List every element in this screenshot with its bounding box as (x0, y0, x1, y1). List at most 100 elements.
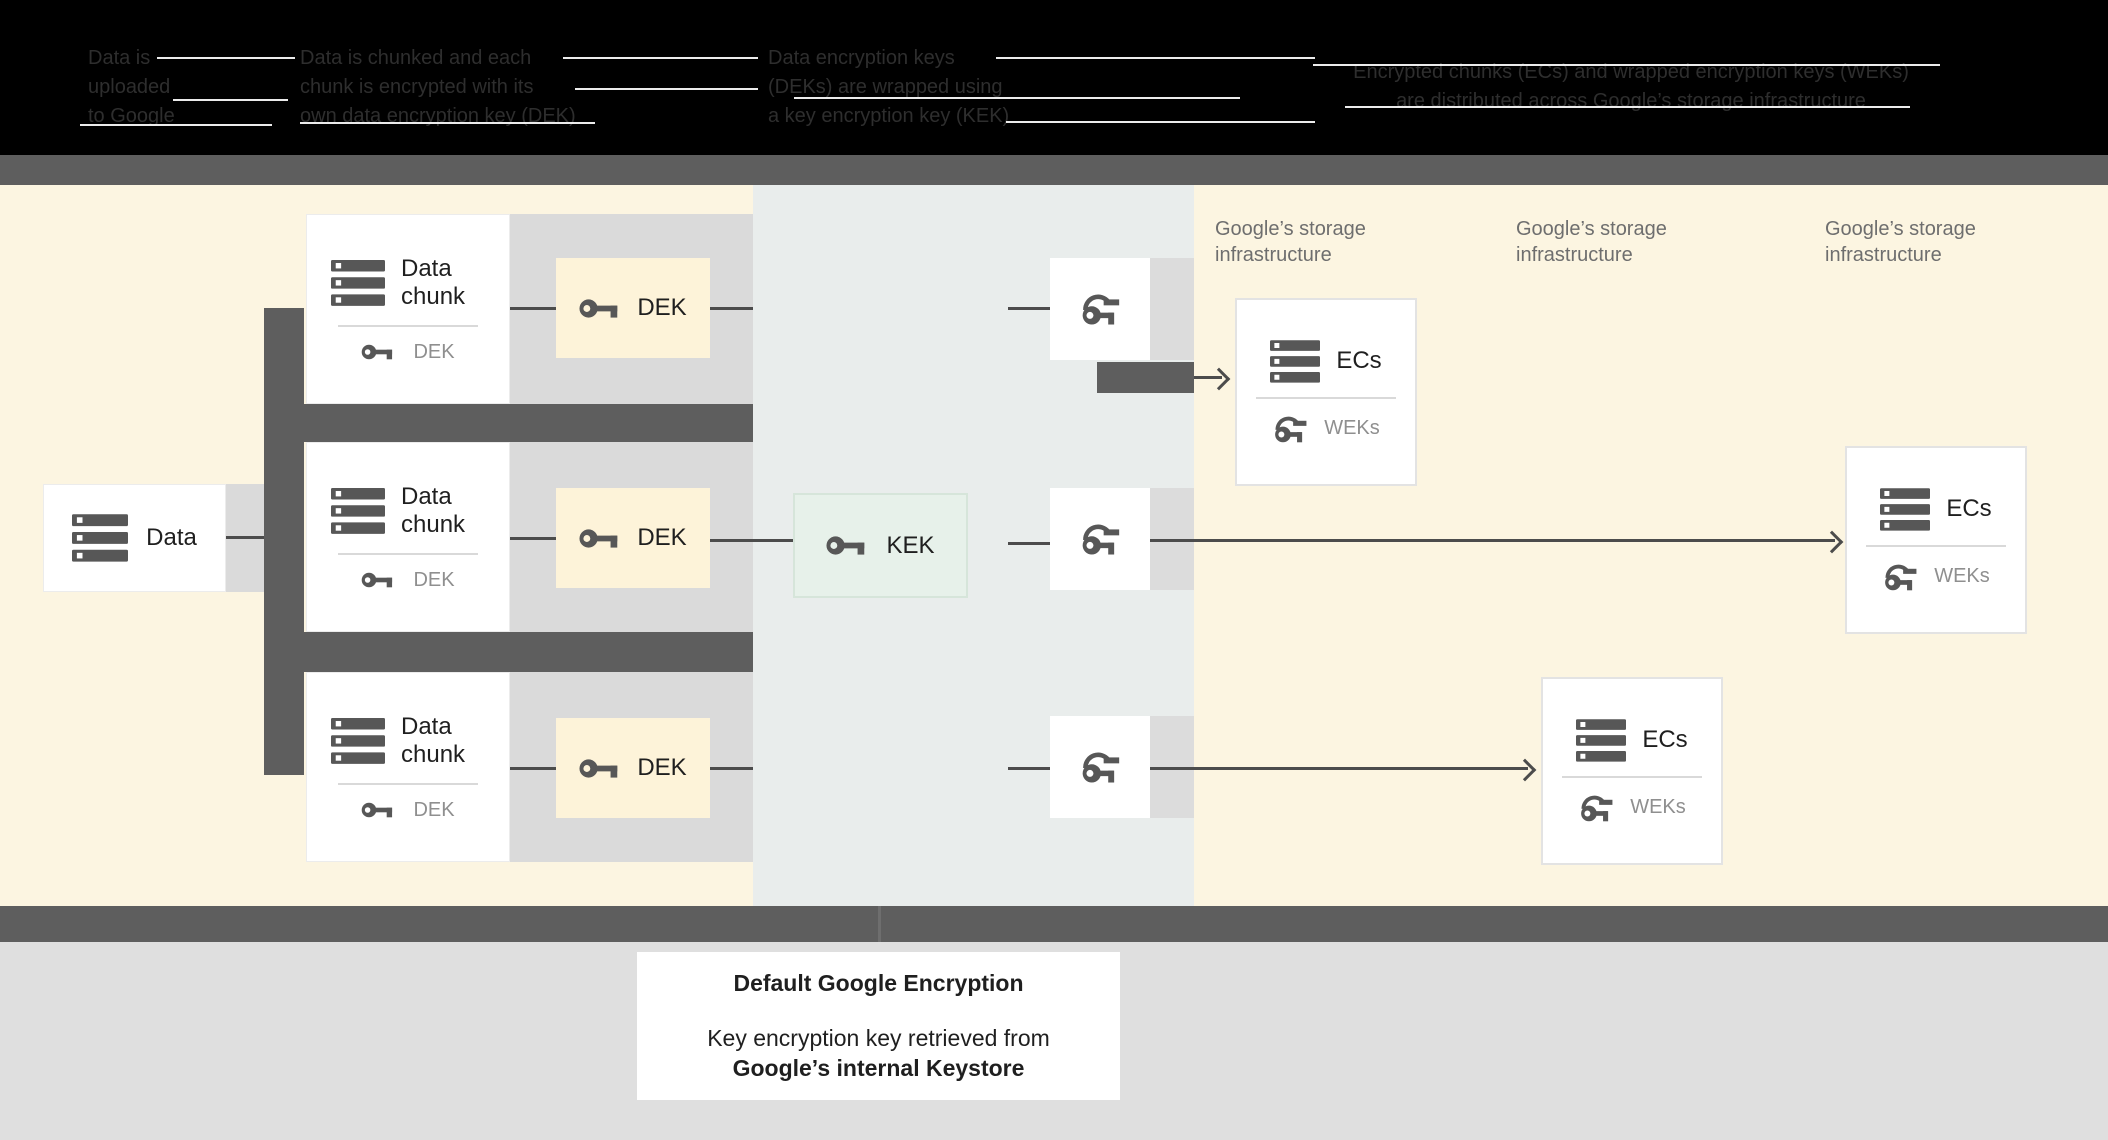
trunk-bar (264, 308, 304, 775)
connector-dek2-kek (710, 539, 793, 542)
arrowhead-icon (1207, 367, 1231, 391)
bar-seam (878, 906, 881, 942)
server-stack-icon (331, 259, 385, 306)
server-stack-icon (331, 717, 385, 764)
step-1-line: uploaded (88, 76, 171, 98)
server-stack-icon (1576, 718, 1627, 762)
step-2-line: Data is chunked and each (300, 47, 532, 69)
glitch-underline (173, 99, 288, 101)
kek-box-label: KEK (886, 531, 935, 559)
glitch-underline (1313, 64, 1940, 66)
step-3-line: Data encryption keys (768, 47, 955, 69)
ecs-row: ECs (1880, 487, 1992, 531)
storage-label-3: Google’s storage infrastructure (1825, 218, 1976, 266)
storage-label-2: Google’s storage infrastructure (1516, 218, 1667, 266)
caption-box: Default Google Encryption Key encryption… (637, 952, 1120, 1100)
header-band: Data is uploaded to Google Data is chunk… (0, 0, 2108, 155)
box-divider (1866, 544, 2006, 547)
storage-label-1: Google’s storage infrastructure (1215, 218, 1366, 266)
server-stack-icon (1270, 339, 1321, 383)
bottom-divider-bar (0, 906, 2108, 942)
chunk-dek-row: DEK (361, 569, 455, 592)
chunk-dek-row: DEK (361, 798, 455, 822)
glitch-underline (563, 57, 758, 59)
data-chunk-label: Data chunk (401, 254, 466, 310)
arrowhead-icon (1513, 758, 1537, 782)
dek-box-3: DEK (556, 718, 710, 818)
dek-box-label: DEK (637, 754, 687, 781)
data-box-label: Data (146, 524, 197, 551)
connector-column-wrap3 (1008, 767, 1050, 770)
row-connector-bar-2 (264, 632, 753, 672)
connector-chunk2-dek (510, 537, 556, 540)
arrow-to-ecs-2 (1150, 539, 1835, 542)
glitch-underline (157, 57, 295, 59)
key-icon (826, 536, 865, 555)
box-divider (1256, 396, 1396, 399)
key-icon (579, 758, 618, 778)
data-chunk-label: Data chunk (401, 482, 466, 538)
data-chunk-box-3: Data chunk DEK (306, 672, 510, 862)
box-divider (338, 552, 478, 555)
weks-row: WEKs (1578, 792, 1686, 824)
wrapped-key-icon (1082, 752, 1120, 783)
arrowhead-icon (1820, 530, 1844, 554)
weks-row: WEKs (1882, 561, 1990, 593)
ecs-label: ECs (1946, 495, 1992, 522)
step-3-line: (DEKs) are wrapped using (768, 76, 1003, 98)
data-chunk-row: Data chunk (331, 713, 485, 769)
weks-row: WEKs (1272, 413, 1380, 445)
ecs-box-3: ECs WEKs (1541, 677, 1723, 865)
step-1-description: Data is uploaded to Google (88, 44, 175, 131)
connector-dek1-column (710, 307, 753, 310)
arrow-to-ecs-3 (1150, 767, 1528, 770)
data-chunk-box-1: Data chunk DEK (306, 214, 510, 404)
chunk-dek-row: DEK (361, 341, 455, 364)
connector-column-wrap1 (1008, 307, 1050, 310)
wrapped-key-icon (1275, 416, 1307, 442)
ecs-label: ECs (1336, 347, 1382, 374)
step-4-line: are distributed across Google’s storage … (1396, 90, 1866, 112)
glitch-underline (794, 97, 1240, 99)
glitch-underline (1006, 121, 1315, 123)
wrapped-key-icon (1885, 564, 1917, 590)
server-stack-icon (331, 487, 385, 534)
wrapped-key-icon (1581, 795, 1613, 821)
connector-data-trunk (226, 536, 264, 539)
key-icon (362, 344, 393, 360)
step-4-line: Encrypted chunks (ECs) and wrapped encry… (1353, 61, 1909, 83)
footer-area: Default Google Encryption Key encryption… (0, 942, 2108, 1140)
ecs-box-1: ECs WEKs (1235, 298, 1417, 486)
key-icon (362, 802, 393, 818)
box-divider (338, 324, 478, 327)
step-2-line: own data encryption key (DEK) (300, 105, 576, 127)
glitch-underline (1345, 106, 1910, 108)
ecs-label: ECs (1642, 726, 1688, 753)
dek-box-1: DEK (556, 258, 710, 358)
top-divider-bar (0, 155, 2108, 185)
row-connector-bar-1 (264, 404, 753, 442)
chunk-dek-sublabel: DEK (413, 798, 455, 821)
connector-chunk1-dek (510, 307, 556, 310)
glitch-underline (575, 88, 758, 90)
ecs-row: ECs (1576, 718, 1688, 762)
data-chunk-box-2: Data chunk DEK (306, 442, 510, 632)
box-divider (1562, 775, 1702, 778)
wrapped-key-box-3 (1050, 716, 1150, 818)
ec-flow-bar (1097, 362, 1194, 393)
dek-box-2: DEK (556, 488, 710, 588)
dek-box-label: DEK (637, 294, 687, 321)
step-1-line: to Google (88, 105, 175, 127)
wrapped-key-icon (1082, 524, 1120, 555)
data-chunk-row: Data chunk (331, 483, 485, 539)
wrap-box-shadow (1150, 258, 1194, 360)
weks-label: WEKs (1934, 565, 1990, 587)
ecs-box-2: ECs WEKs (1845, 446, 2027, 634)
glitch-underline (300, 122, 595, 124)
arrow-to-ecs-1 (1194, 376, 1222, 379)
caption-line-2: Google’s internal Keystore (732, 1054, 1025, 1081)
key-icon (579, 528, 618, 548)
server-stack-icon (1880, 487, 1931, 531)
weks-label: WEKs (1324, 417, 1380, 439)
